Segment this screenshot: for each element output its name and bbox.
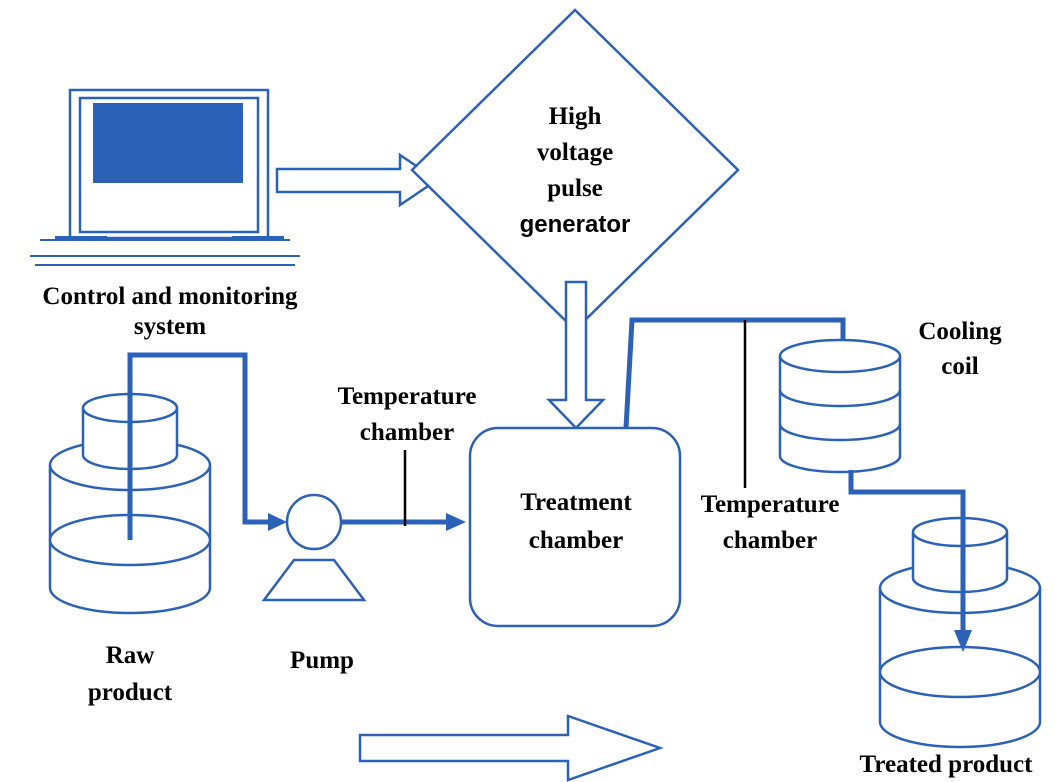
treatment-chamber-box — [468, 426, 682, 628]
control-label-line2: system — [134, 313, 206, 340]
outlet-pipe — [623, 317, 846, 429]
control-label-line1: Control and monitoring — [42, 283, 298, 310]
cooling-coil-label-line1: Cooling — [918, 318, 1002, 345]
cooling-coil-icon — [778, 338, 902, 474]
treated-product-label: Treated product — [860, 751, 1034, 778]
temperature-chamber-2-label-line1: Temperature — [701, 491, 840, 518]
temperature-chamber-1-label-line1: Temperature — [338, 383, 477, 410]
computer-icon — [30, 88, 300, 266]
process-direction-arrow — [358, 714, 664, 782]
cooling-coil-label-line2: coil — [941, 353, 979, 380]
temperature-chamber-1-label-line2: chamber — [360, 419, 454, 446]
treated-product-tank-icon — [878, 516, 1042, 749]
signal-arrow — [275, 152, 440, 208]
cooling-to-product-arrowhead — [954, 630, 972, 652]
pump-icon — [261, 493, 367, 602]
pump-to-chamber-arrowhead — [446, 513, 466, 531]
cooling-to-product-pipe — [848, 470, 966, 632]
pump-label: Pump — [290, 647, 354, 674]
raw-product-label-line2: product — [88, 679, 173, 706]
temperature-chamber-2-label-line2: chamber — [723, 527, 817, 554]
hv-label-line3: pulse — [547, 175, 603, 202]
hv-label-line4: generator — [520, 211, 631, 238]
treatment-chamber-label-line2: chamber — [529, 527, 623, 554]
pulse-arrow — [546, 280, 606, 430]
hv-label-line2: voltage — [537, 139, 613, 166]
treatment-chamber-label-line1: Treatment — [520, 489, 632, 516]
hv-label-line1: High — [549, 103, 602, 130]
raw-product-label-line1: Raw — [106, 642, 155, 669]
inlet-pipe — [127, 352, 272, 540]
inlet-pipe-arrowhead — [268, 513, 287, 531]
